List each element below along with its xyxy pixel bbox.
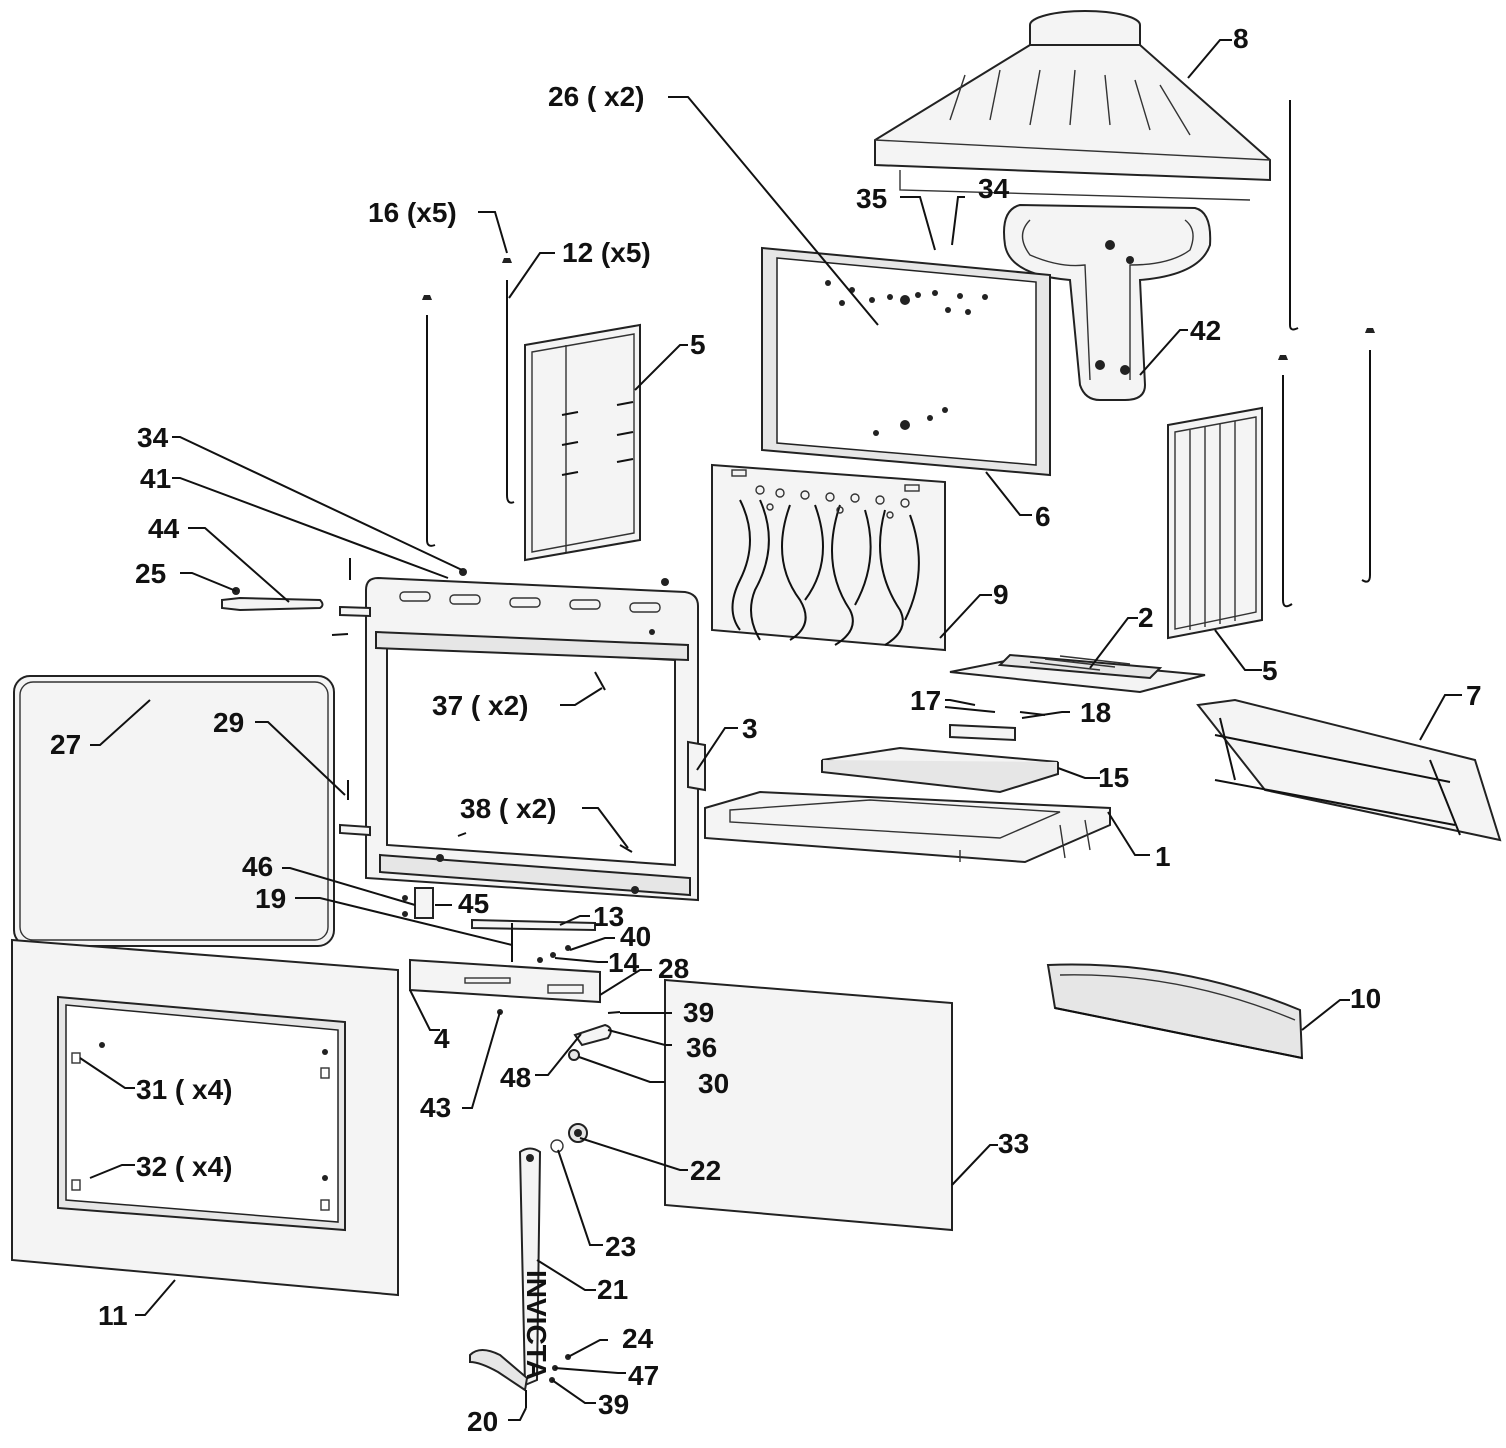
label-38: 38 ( x2) (460, 793, 557, 824)
label-5-left: 5 (690, 329, 706, 360)
label-7: 7 (1466, 680, 1482, 711)
part-handle: INVICTA (469, 1147, 571, 1408)
label-13: 13 (593, 901, 624, 932)
label-39-bottom: 39 (598, 1389, 629, 1420)
label-37: 37 ( x2) (432, 690, 529, 721)
part-base (704, 790, 1111, 864)
label-15: 15 (1098, 762, 1129, 793)
label-34-top: 34 (978, 173, 1010, 204)
part-back-plate (761, 246, 1051, 477)
callout-labels: 8 26 ( x2) 35 34 16 (x5) 12 (x5) 5 42 34… (50, 23, 1482, 1437)
part-grate (949, 653, 1206, 694)
part-bracket (1003, 203, 1212, 401)
label-12: 12 (x5) (562, 237, 651, 268)
label-32: 32 ( x4) (136, 1151, 233, 1182)
label-8: 8 (1233, 23, 1249, 54)
label-21: 21 (597, 1274, 628, 1305)
part-glass-panel (13, 675, 349, 947)
label-22: 22 (690, 1155, 721, 1186)
part-knob (550, 1123, 588, 1153)
part-hood (874, 10, 1271, 201)
label-34-left: 34 (137, 422, 169, 453)
label-4: 4 (434, 1023, 450, 1054)
label-19: 19 (255, 883, 286, 914)
label-23: 23 (605, 1231, 636, 1262)
label-14: 14 (608, 947, 640, 978)
part-lower-brackets (402, 887, 601, 1004)
part-door-frame (11, 938, 399, 1297)
label-11: 11 (98, 1300, 128, 1331)
label-5-right: 5 (1262, 655, 1278, 686)
label-36: 36 (686, 1032, 717, 1063)
label-6: 6 (1035, 501, 1051, 532)
handle-brand-text: INVICTA (521, 1270, 552, 1380)
label-44: 44 (148, 513, 180, 544)
label-33: 33 (998, 1128, 1029, 1159)
label-25: 25 (135, 558, 166, 589)
part-side-panel-right (1167, 406, 1263, 640)
label-31: 31 ( x4) (136, 1074, 233, 1105)
label-16: 16 (x5) (368, 197, 457, 228)
label-41: 41 (140, 463, 171, 494)
label-3: 3 (742, 713, 758, 744)
label-27: 27 (50, 729, 81, 760)
part-latch (497, 1009, 621, 1061)
part-side-tray (1196, 698, 1502, 842)
part-small-bar (944, 706, 1046, 742)
part-decor-plate (711, 463, 946, 652)
label-35: 35 (856, 183, 887, 214)
label-40: 40 (620, 921, 651, 952)
label-9: 9 (993, 579, 1009, 610)
rods (422, 100, 1375, 608)
leader-lines (79, 39, 1462, 1421)
label-39-top: 39 (683, 997, 714, 1028)
part-ash-pan (821, 746, 1059, 794)
label-46: 46 (242, 851, 273, 882)
part-log-cover (1046, 963, 1304, 1060)
part-main-frame (339, 576, 706, 902)
label-45: 45 (458, 888, 489, 919)
label-24: 24 (622, 1323, 654, 1354)
label-2: 2 (1138, 602, 1154, 633)
label-29: 29 (213, 707, 244, 738)
part-side-panel-left (524, 323, 641, 562)
label-1: 1 (1155, 841, 1171, 872)
label-18: 18 (1080, 697, 1111, 728)
label-26: 26 ( x2) (548, 81, 645, 112)
label-43: 43 (420, 1092, 451, 1123)
label-42: 42 (1190, 315, 1221, 346)
label-28: 28 (658, 953, 689, 984)
label-17: 17 (910, 685, 941, 716)
part-plate (664, 978, 953, 1232)
part-lever (221, 587, 324, 612)
label-10: 10 (1350, 983, 1381, 1014)
label-30: 30 (698, 1068, 729, 1099)
label-47: 47 (628, 1360, 659, 1391)
label-48: 48 (500, 1062, 531, 1093)
label-20: 20 (467, 1406, 498, 1437)
